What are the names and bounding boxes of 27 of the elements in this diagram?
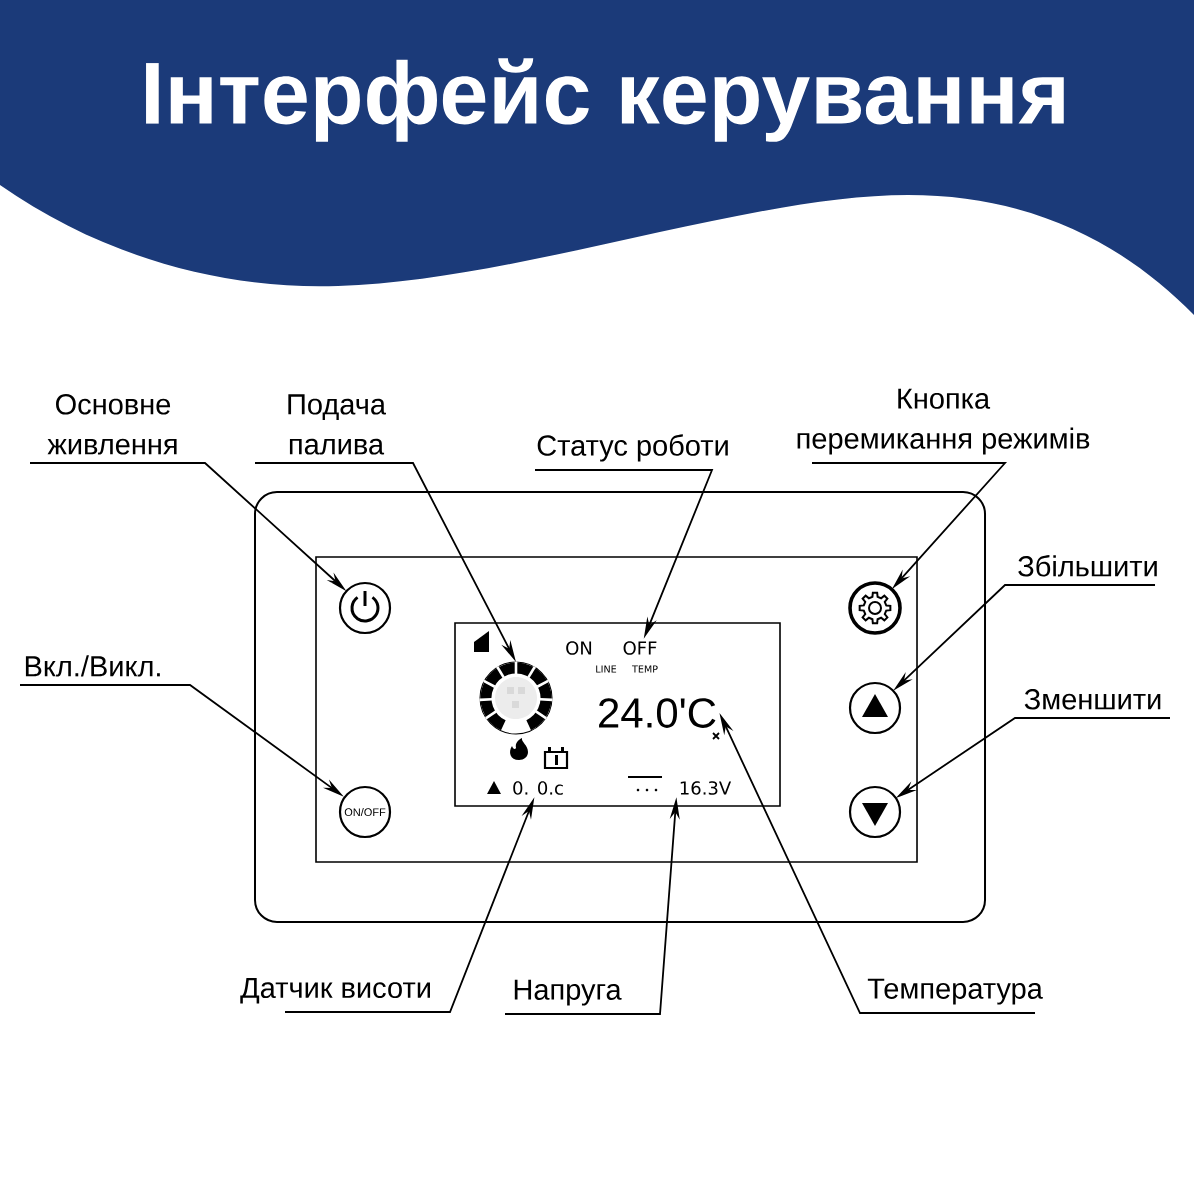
title: Інтерфейс керування — [146, 58, 1064, 142]
callout-label: Подача палива — [288, 394, 386, 455]
inner-frame — [315, 556, 918, 863]
up-button — [848, 681, 902, 735]
voltage-reading: 16.3V — [680, 781, 732, 795]
callout-label: Статус роботи — [537, 434, 728, 462]
lcd-screen — [454, 622, 781, 807]
callout-label: Зменшити — [1024, 689, 1161, 710]
lcd-text: 0. 0.c — [513, 781, 563, 795]
control-panel — [254, 491, 986, 923]
lcd-text: ON — [566, 641, 592, 655]
callout-label: Збільшити — [1018, 555, 1157, 577]
callout-label: Основне живлення — [47, 394, 177, 455]
dial-gauge — [479, 661, 553, 735]
callout-label: Кнопка перемикання режимів — [797, 388, 1090, 455]
temperature-reading: 24.0'C — [599, 698, 716, 728]
lcd-text: TEMP — [632, 665, 658, 673]
on-off-button: ON/OFF — [338, 785, 392, 839]
lcd-text: LINE — [596, 665, 617, 673]
callout-label: Температура — [867, 978, 1043, 1005]
callout-label: Датчик висоти — [240, 977, 430, 1004]
callout-label: Напруга — [514, 979, 622, 1006]
power-button — [338, 581, 392, 635]
gear-button — [848, 581, 902, 635]
lcd-text: OFF — [623, 641, 657, 655]
down-button — [848, 785, 902, 839]
callout-label: Вкл./Викл. — [25, 655, 160, 677]
